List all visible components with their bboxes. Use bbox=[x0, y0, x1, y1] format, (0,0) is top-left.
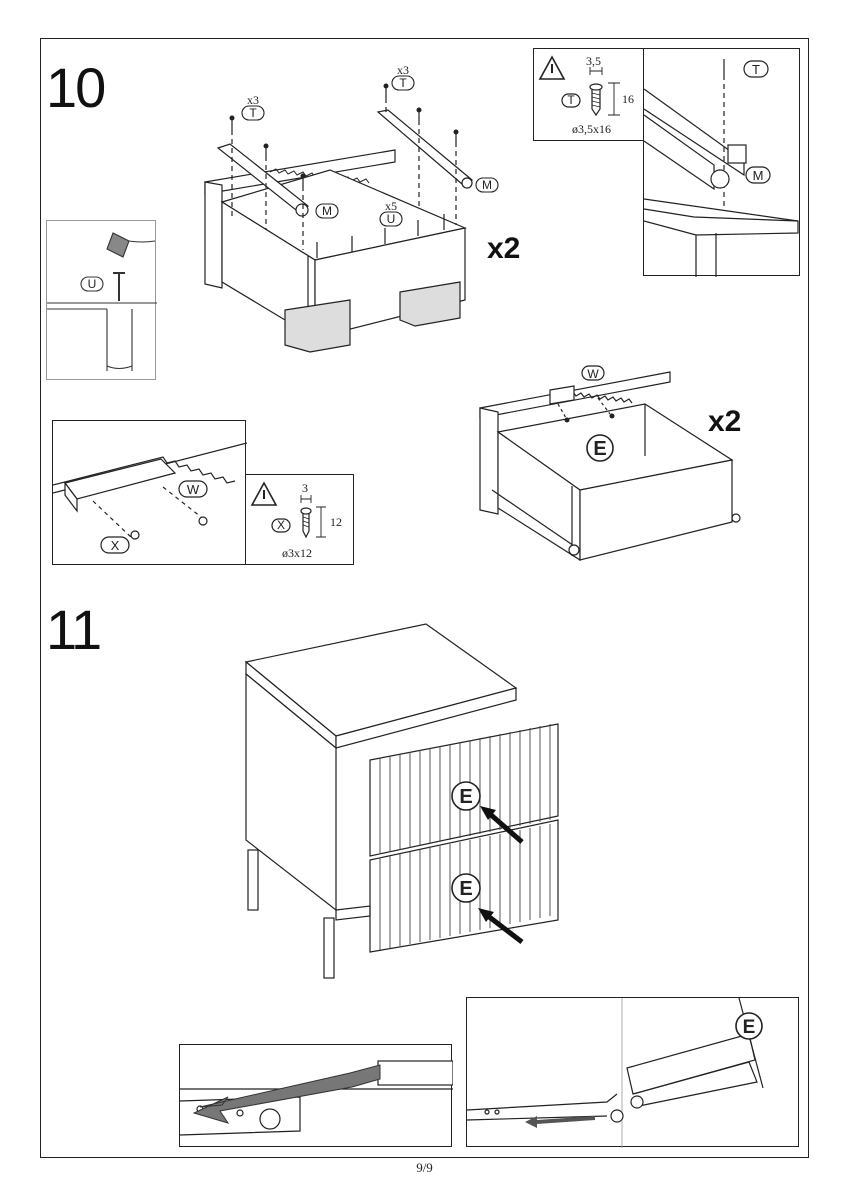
screw-T-spec: 3,5 16 ø3,5x16 T bbox=[538, 54, 634, 136]
screw-X-length: 12 bbox=[330, 515, 342, 529]
screw-T-head: 3,5 bbox=[586, 54, 601, 68]
label-U: U bbox=[387, 212, 396, 226]
handle-W-detail-box: W X bbox=[52, 420, 248, 565]
label-E-drawer: E bbox=[593, 438, 606, 460]
rail-slide-detail-right: E bbox=[466, 997, 799, 1148]
quantity-drawers: x2 bbox=[708, 405, 742, 438]
nail-detail-box: U bbox=[46, 220, 157, 380]
screw-X-spec-text: ø3x12 bbox=[282, 546, 312, 560]
count-T-left: x3 bbox=[247, 93, 259, 107]
rail-insert-illustration bbox=[179, 1060, 454, 1136]
quantity-drawer-frames: x2 bbox=[487, 232, 521, 265]
label-T-left: T bbox=[249, 106, 257, 120]
label-W-drawer: W bbox=[587, 367, 599, 381]
drawer-insert-angle-illustration: E bbox=[466, 997, 764, 1148]
label-X-spec: X bbox=[277, 518, 285, 532]
label-M-rail: M bbox=[753, 168, 764, 183]
handle-mount-illustration: W X bbox=[52, 442, 248, 554]
screw-X-head: 3 bbox=[302, 481, 308, 495]
screw-T-spec-box: 3,5 16 ø3,5x16 T bbox=[533, 48, 644, 141]
screw-X-spec: 3 12 ø3x12 X bbox=[250, 481, 342, 560]
label-X-detail: X bbox=[111, 538, 120, 553]
screw-X-spec-box: 3 12 ø3x12 X bbox=[245, 474, 354, 565]
label-M-right: M bbox=[482, 178, 492, 192]
rail-slide-detail-left bbox=[179, 1044, 454, 1147]
label-E-detail: E bbox=[743, 1017, 756, 1038]
count-T-right: x3 bbox=[397, 63, 409, 77]
drawer-assembly-illustration: x3 T x3 T M M x5 U bbox=[204, 63, 499, 353]
label-T-right: T bbox=[399, 76, 407, 90]
cabinet-illustration: E E bbox=[244, 623, 559, 979]
label-U-detail: U bbox=[88, 277, 97, 291]
rail-detail-box: T M bbox=[643, 48, 800, 277]
screw-T-spec-text: ø3,5x16 bbox=[572, 122, 611, 136]
label-T-spec: T bbox=[567, 93, 575, 107]
label-W-detail: W bbox=[187, 482, 200, 497]
label-T-rail: T bbox=[752, 62, 760, 77]
drawer-handle-illustration: W E bbox=[479, 365, 741, 562]
label-E-bottom-drawer: E bbox=[459, 878, 472, 900]
page-frame bbox=[40, 38, 809, 1158]
step-number-10: 10 bbox=[46, 56, 106, 119]
label-E-top-drawer: E bbox=[459, 786, 472, 808]
hammer-nail-illustration: U bbox=[47, 232, 157, 371]
step-number-11: 11 bbox=[46, 598, 102, 661]
page-number: 9/9 bbox=[416, 1160, 433, 1175]
rail-detail-illustration: T M bbox=[643, 59, 799, 277]
count-U: x5 bbox=[385, 199, 397, 213]
screw-T-length: 16 bbox=[622, 92, 634, 106]
label-M-left: M bbox=[322, 204, 332, 218]
